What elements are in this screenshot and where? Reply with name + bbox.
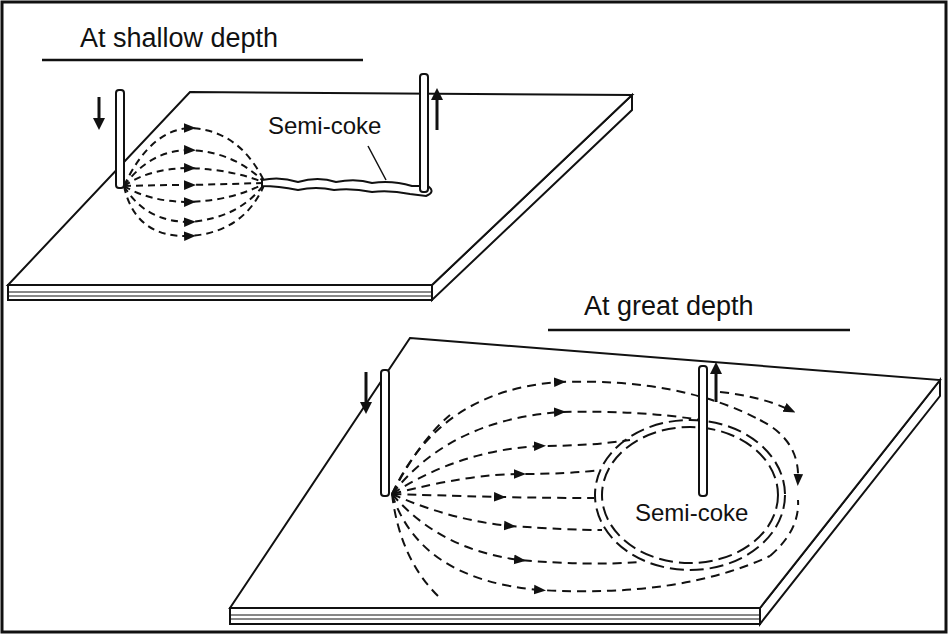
panel-heading: At shallow depth <box>80 24 278 54</box>
leader-line <box>368 146 386 180</box>
semi-coke-channel <box>262 178 432 196</box>
semi-coke-zone <box>595 420 785 570</box>
coal-seam-plate <box>8 92 632 300</box>
zone-label: Semi-coke <box>268 113 381 139</box>
well <box>116 74 428 192</box>
panel-heading: At great depth <box>584 292 754 322</box>
injection-arrow <box>98 97 101 124</box>
heading-underline <box>548 329 850 332</box>
production-arrow <box>715 368 718 402</box>
gas-flow-lines <box>392 382 798 598</box>
coal-seam-plate <box>230 338 940 624</box>
heading-underline <box>42 59 363 62</box>
zone-label: Semi-coke <box>632 500 751 526</box>
production-arrow <box>436 94 439 130</box>
injection-arrow <box>365 372 368 408</box>
well <box>381 366 707 496</box>
gas-flow-lines <box>124 128 265 236</box>
